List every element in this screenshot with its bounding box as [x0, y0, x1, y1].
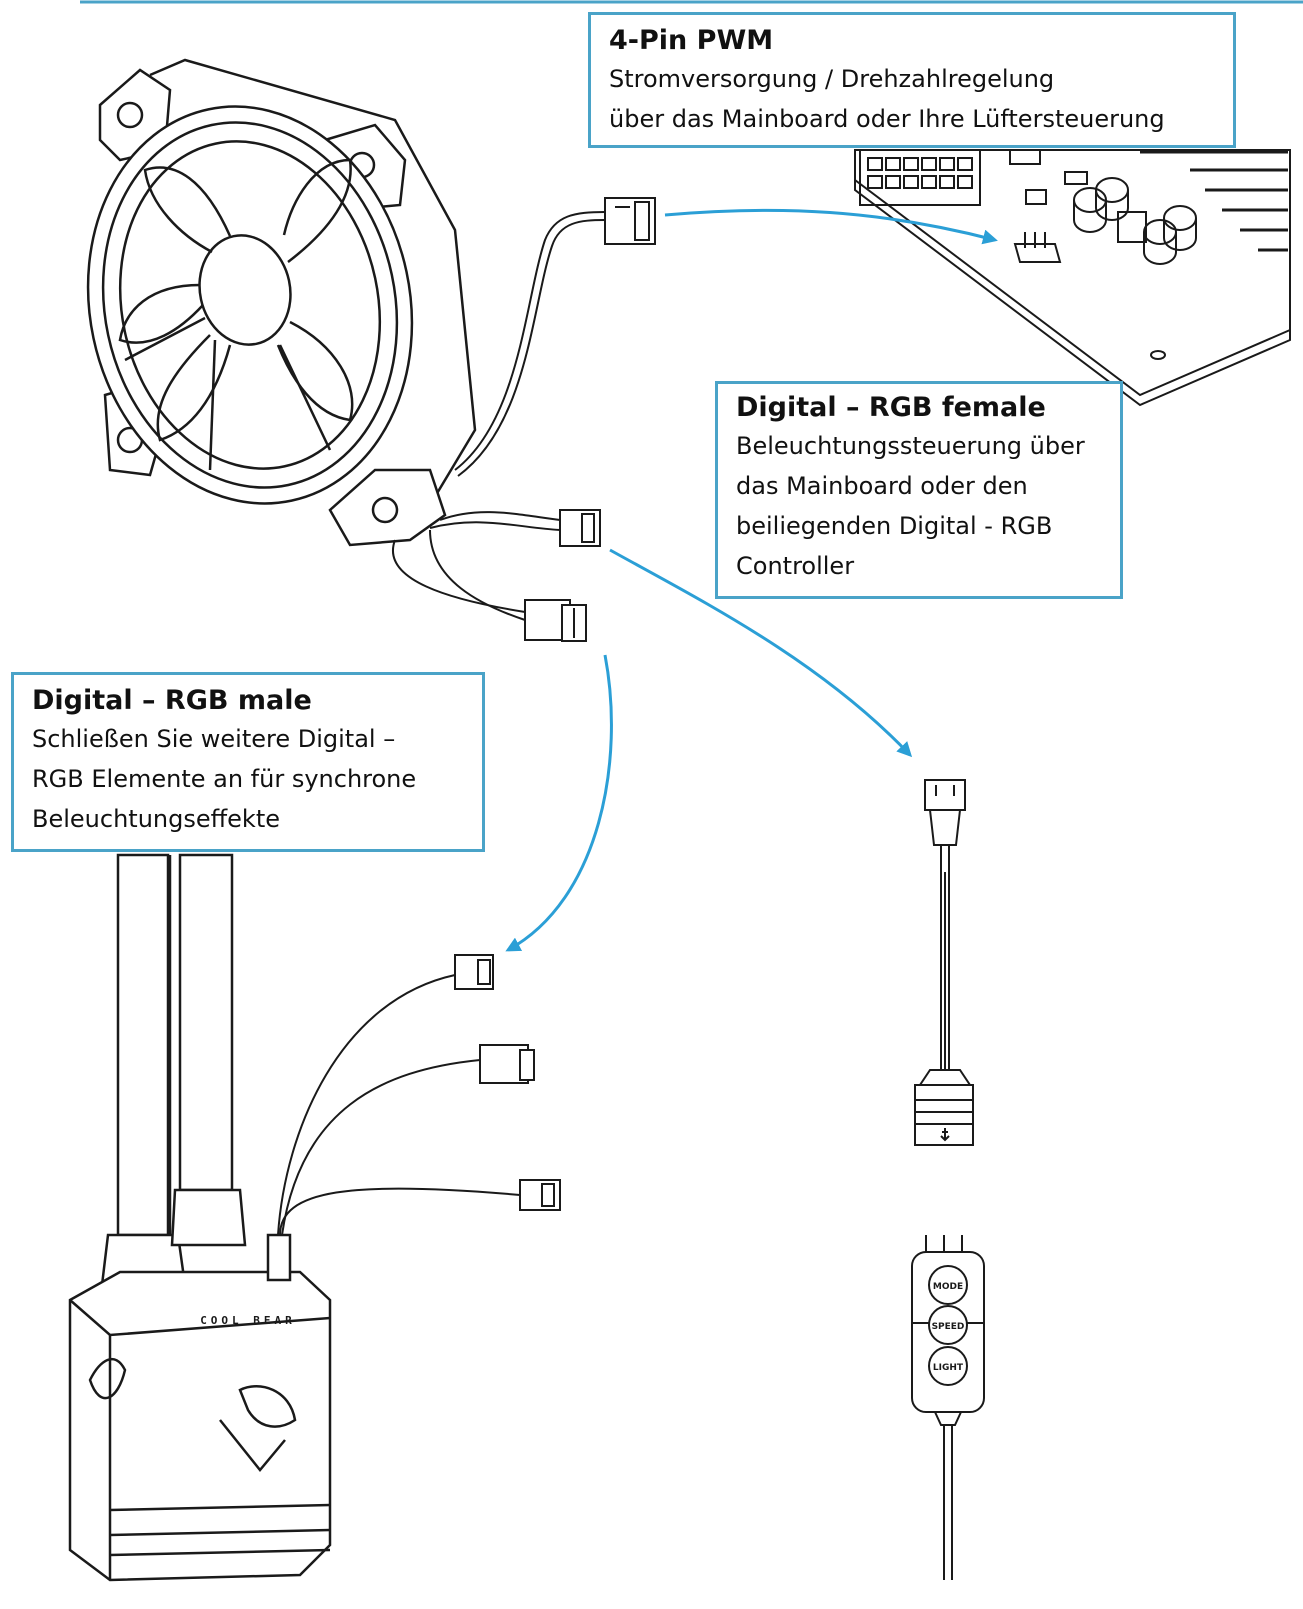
fan-illustration: [86, 58, 477, 547]
callout-digital-rgb-female-line-4: Controller: [736, 552, 855, 580]
callout-4pin-pwm-line-1: Stromversorgung / Drehzahlregelung: [609, 65, 1055, 93]
callout-4pin-pwm-line-2: über das Mainboard oder Ihre Lüftersteue…: [609, 105, 1165, 133]
callout-digital-rgb-male-line-2: RGB Elemente an für synchrone: [32, 765, 417, 793]
mainboard-illustration: [854, 149, 1291, 407]
arrow-pwm-to-mainboard: [664, 208, 998, 245]
callout-digital-rgb-female-line-2: das Mainboard oder den: [736, 472, 1028, 500]
callout-digital-rgb-female-line-3: beiliegenden Digital - RGB: [736, 512, 1053, 540]
mainboard-fan-header: [1013, 232, 1062, 263]
pump-illustration: [68, 853, 332, 1582]
rgb-controller-illustration: [911, 779, 985, 1580]
pump-connectors: [454, 954, 561, 1211]
callout-digital-rgb-male-line-1: Schließen Sie weitere Digital –: [32, 725, 396, 753]
fan-cables: [392, 211, 606, 621]
callout-digital-rgb-male: Digital – RGB male Schließen Sie weitere…: [11, 672, 485, 852]
atx-connector: [859, 149, 981, 206]
arrow-male-to-pump: [505, 654, 613, 952]
expansion-slots: [1140, 150, 1288, 252]
fan-4pin-connector: [604, 197, 656, 245]
light-button: [928, 1346, 968, 1386]
callout-4pin-pwm: 4-Pin PWM Stromversorgung / Drehzahlrege…: [588, 12, 1236, 148]
callout-4pin-pwm-title: 4-Pin PWM: [609, 25, 774, 56]
mode-button: [928, 1265, 968, 1305]
mode-button-label: MODE: [933, 1282, 963, 1292]
fan-rgb-female-connector: [559, 509, 601, 547]
callout-digital-rgb-female: Digital – RGB female Beleuchtungssteueru…: [715, 381, 1123, 599]
connection-arrows: [505, 208, 998, 952]
capacitors: [1073, 177, 1197, 265]
callout-digital-rgb-male-title: Digital – RGB male: [32, 685, 312, 716]
light-button-label: LIGHT: [933, 1363, 964, 1373]
arrow-female-to-controller: [609, 548, 913, 758]
speed-button: [928, 1305, 968, 1345]
callout-digital-rgb-female-title: Digital – RGB female: [736, 392, 1046, 423]
speed-button-label: SPEED: [932, 1322, 965, 1332]
callout-digital-rgb-female-line-1: Beleuchtungssteuerung über: [736, 432, 1085, 460]
pump-brand-label: COOL BEAR: [200, 1314, 296, 1327]
fan-rgb-male-connector: [524, 599, 587, 642]
pump-cables: [277, 974, 521, 1236]
callout-digital-rgb-male-line-3: Beleuchtungseffekte: [32, 805, 280, 833]
